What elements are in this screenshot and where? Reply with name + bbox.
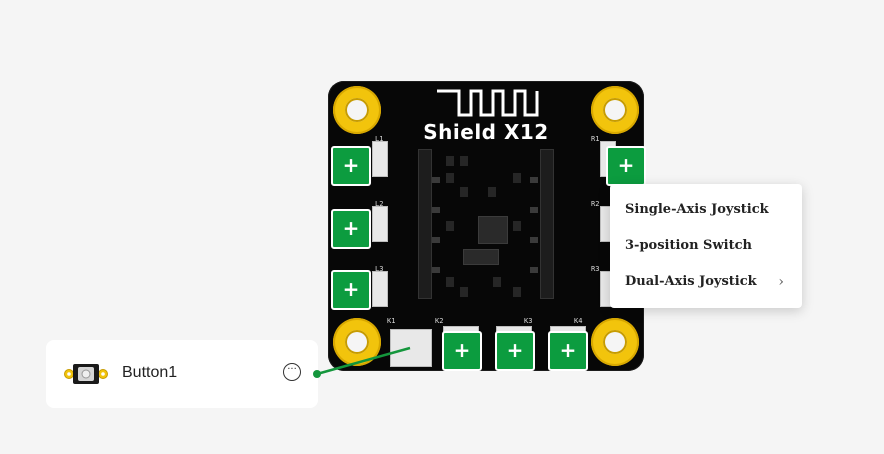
- wm-logo-icon: [437, 89, 539, 117]
- port-label-r3: R3: [591, 265, 600, 273]
- pin-header-left: [418, 149, 432, 299]
- port-label-l2: L2: [375, 200, 384, 208]
- connector-housing: [372, 271, 388, 307]
- port-label-r1: R1: [591, 135, 600, 143]
- port-k4-add-button[interactable]: +: [548, 331, 588, 371]
- menu-item-single-axis-joystick[interactable]: Single-Axis Joystick: [610, 192, 802, 228]
- board-title: Shield X12: [423, 120, 549, 144]
- connector-housing: [372, 141, 388, 177]
- port-l1-add-button[interactable]: +: [331, 146, 371, 186]
- menu-item-label: 3-position Switch: [625, 238, 752, 253]
- chevron-right-icon: ›: [778, 274, 784, 290]
- menu-item-3-position-switch[interactable]: 3-position Switch: [610, 228, 802, 264]
- ic-chip: [478, 216, 508, 244]
- menu-item-dual-axis-joystick[interactable]: Dual-Axis Joystick ›: [610, 264, 802, 300]
- mount-hole-top-right: [591, 86, 639, 134]
- regulator-chip: [463, 249, 499, 265]
- port-label-k3: K3: [524, 317, 533, 325]
- shield-board: Shield X12 L1 L2 L3 + + + R1 R2 R3 + K1 …: [328, 81, 646, 371]
- mount-hole-top-left: [333, 86, 381, 134]
- port-k3-add-button[interactable]: +: [495, 331, 535, 371]
- menu-item-label: Dual-Axis Joystick: [625, 274, 757, 289]
- component-name: Button1: [122, 364, 178, 381]
- port-k1-connector-occupied[interactable]: [390, 329, 432, 367]
- component-card[interactable]: Button1 ···: [46, 340, 318, 408]
- port-label-k4: K4: [574, 317, 583, 325]
- menu-item-label: Single-Axis Joystick: [625, 202, 769, 217]
- connector-housing: [372, 206, 388, 242]
- port-label-k1: K1: [387, 317, 396, 325]
- mount-hole-bottom-left: [333, 318, 381, 366]
- mount-hole-bottom-right: [591, 318, 639, 366]
- port-label-l3: L3: [375, 265, 384, 273]
- pin-header-right: [540, 149, 554, 299]
- port-label-l1: L1: [375, 135, 384, 143]
- port-l2-add-button[interactable]: +: [331, 209, 371, 249]
- port-r1-add-button[interactable]: +: [606, 146, 646, 186]
- push-button-icon: [64, 364, 108, 384]
- port-label-k2: K2: [435, 317, 444, 325]
- port-label-r2: R2: [591, 200, 600, 208]
- component-type-menu: Single-Axis Joystick 3-position Switch D…: [610, 184, 802, 308]
- port-k2-add-button[interactable]: +: [442, 331, 482, 371]
- port-l3-add-button[interactable]: +: [331, 270, 371, 310]
- more-options-icon[interactable]: ···: [283, 363, 301, 381]
